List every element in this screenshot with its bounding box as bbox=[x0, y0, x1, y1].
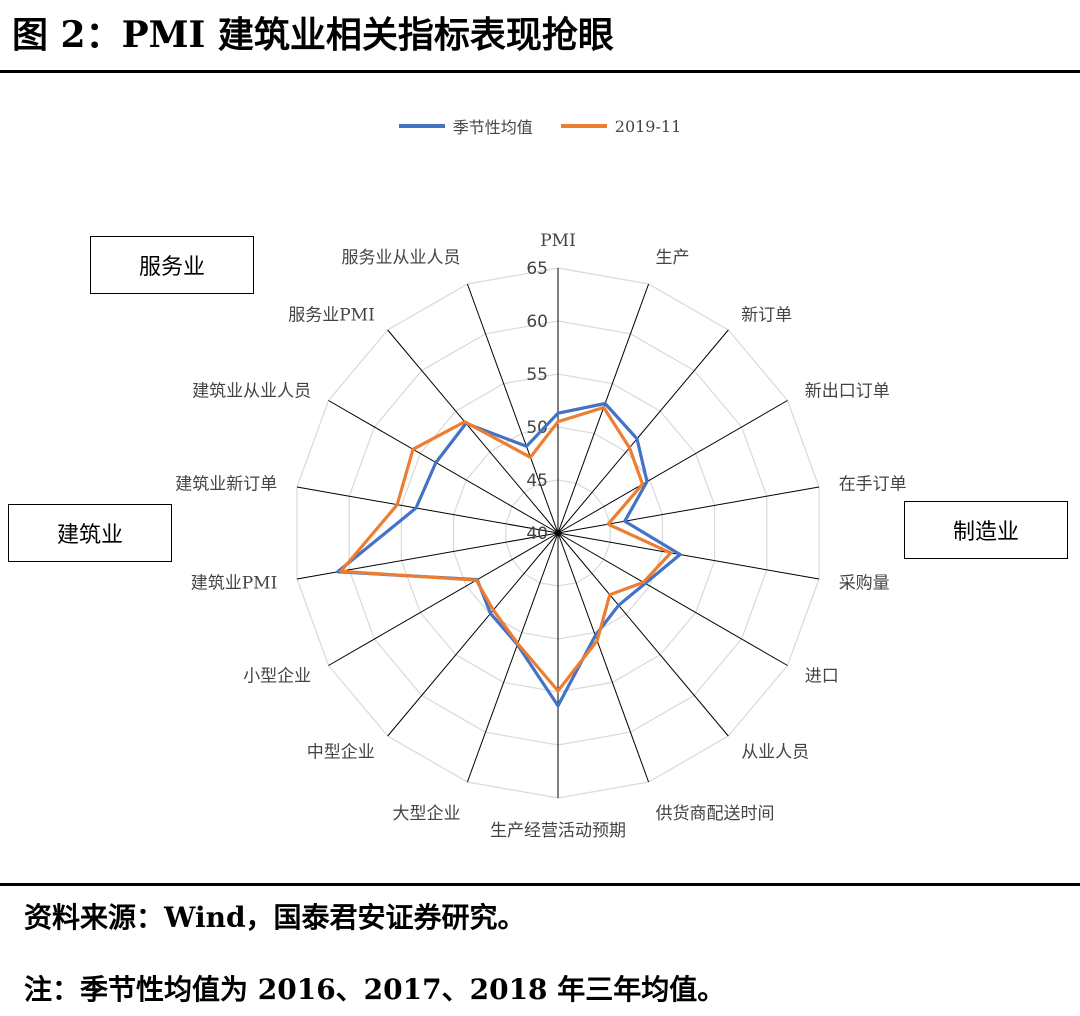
tick-label-40: 40 bbox=[526, 524, 548, 544]
category-label-17: 服务业从业人员 bbox=[342, 248, 461, 268]
spoke-4 bbox=[557, 486, 820, 534]
category-label-14: 建筑业新订单 bbox=[175, 475, 277, 495]
top-rule bbox=[0, 70, 1080, 73]
spoke-3 bbox=[557, 400, 788, 534]
category-label-6: 进口 bbox=[805, 667, 839, 687]
group-label-manufacturing: 制造业 bbox=[904, 501, 1068, 559]
category-label-16: 服务业PMI bbox=[288, 306, 375, 326]
source-note: 资料来源：Wind，国泰君安证券研究。 bbox=[24, 901, 526, 934]
footnote: 注：季节性均值为 2016、2017、2018 年三年均值。 bbox=[24, 973, 726, 1006]
category-label-0: PMI bbox=[540, 231, 576, 251]
spoke-17 bbox=[466, 283, 559, 534]
group-label-service: 服务业 bbox=[90, 236, 254, 294]
spoke-5 bbox=[557, 532, 820, 580]
tick-label-55: 55 bbox=[526, 365, 548, 385]
legend-swatch-series-2 bbox=[560, 124, 607, 128]
spoke-15 bbox=[328, 400, 559, 534]
tick-label-45: 45 bbox=[526, 471, 548, 491]
spoke-16 bbox=[387, 329, 559, 534]
spoke-2 bbox=[557, 329, 729, 534]
radar-chart: 40 45 50 55 60 65 PMI 生产新订单新出口订单在手订单采购量进口从业人员供货… bbox=[175, 231, 907, 841]
category-label-5: 采购量 bbox=[839, 574, 890, 594]
legend-label-series-2: 2019-11 bbox=[614, 116, 682, 136]
spoke-11 bbox=[387, 532, 559, 737]
spoke-6 bbox=[557, 532, 788, 666]
spoke-10 bbox=[466, 532, 559, 783]
legend-swatch-series-1 bbox=[398, 124, 445, 128]
category-label-13: 建筑业PMI bbox=[191, 574, 278, 594]
category-label-7: 从业人员 bbox=[741, 742, 809, 762]
bottom-rule bbox=[0, 883, 1080, 886]
category-label-12: 小型企业 bbox=[243, 667, 311, 687]
series-line-2 bbox=[339, 405, 673, 693]
spoke-8 bbox=[557, 532, 650, 783]
category-label-11: 中型企业 bbox=[307, 742, 375, 762]
legend-item-series-1: 季节性均值 bbox=[398, 114, 533, 138]
category-label-15: 建筑业从业人员 bbox=[192, 382, 311, 402]
spoke-14 bbox=[296, 486, 559, 534]
category-label-1: 生产 bbox=[656, 248, 690, 268]
spoke-12 bbox=[328, 532, 559, 666]
figure-title: 图 2：PMI 建筑业相关指标表现抢眼 bbox=[12, 14, 614, 56]
category-label-4: 在手订单 bbox=[839, 475, 907, 495]
group-label-construction: 建筑业 bbox=[8, 504, 172, 562]
category-label-3: 新出口订单 bbox=[805, 382, 890, 402]
tick-label-60: 60 bbox=[526, 312, 548, 332]
category-label-8: 供货商配送时间 bbox=[656, 804, 775, 824]
category-label-2: 新订单 bbox=[741, 306, 792, 326]
legend-label-series-1: 季节性均值 bbox=[452, 118, 533, 137]
tick-label-50: 50 bbox=[526, 418, 548, 438]
chart-legend: 季节性均值 2019-11 bbox=[0, 114, 1080, 138]
legend-item-series-2: 2019-11 bbox=[560, 114, 682, 138]
spoke-7 bbox=[557, 532, 729, 737]
series-line-1 bbox=[336, 401, 682, 708]
category-label-9: 生产经营活动预期 bbox=[490, 821, 626, 841]
category-label-10: 大型企业 bbox=[393, 804, 461, 824]
tick-label-65: 65 bbox=[526, 259, 548, 279]
